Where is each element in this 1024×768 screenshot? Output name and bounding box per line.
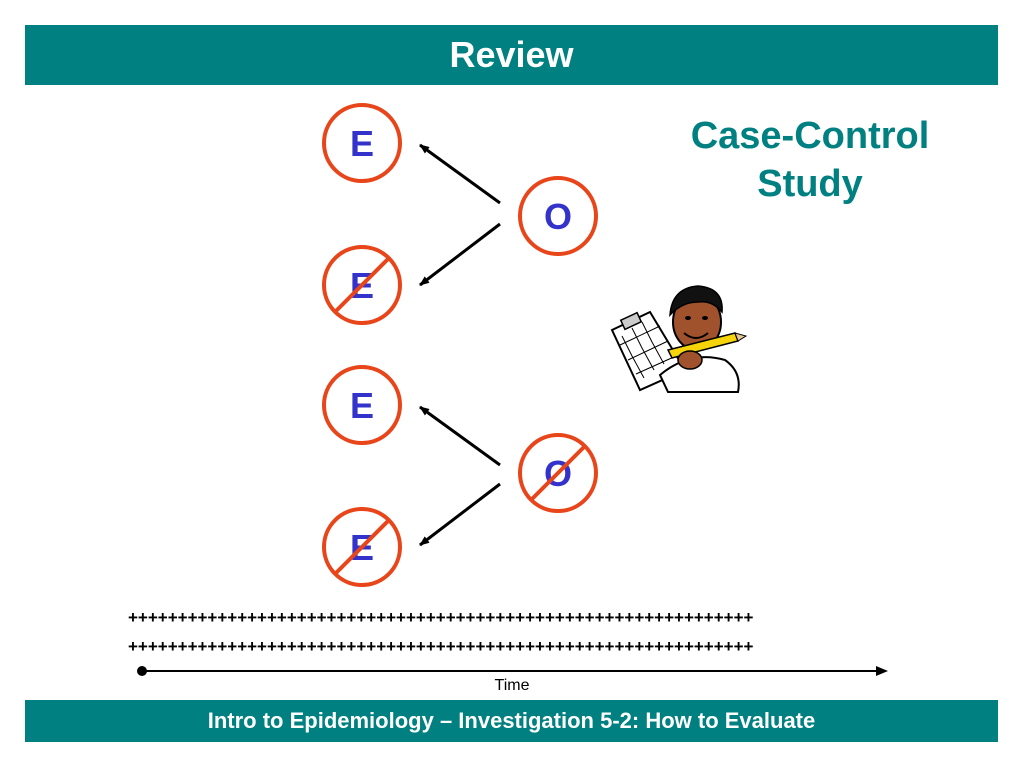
cross-out-slash (333, 256, 391, 314)
exposure-letter: E (350, 385, 374, 426)
timeline-plus-row-2: ++++++++++++++++++++++++++++++++++++++++… (128, 637, 754, 656)
timeline-arrowhead (876, 666, 888, 676)
header-bar: Review (25, 25, 998, 85)
footer-bar: Intro to Epidemiology – Investigation 5-… (25, 700, 998, 742)
arrow-to-exposure (419, 405, 501, 467)
exposure-node: E (322, 365, 402, 445)
timeline-plus-row-1: ++++++++++++++++++++++++++++++++++++++++… (128, 608, 754, 627)
cross-out-slash (529, 444, 587, 502)
arrow-to-exposure (419, 222, 501, 287)
time-axis-label: Time (494, 677, 530, 694)
page-title: Review (449, 34, 574, 75)
cross-out-slash (333, 518, 391, 576)
footer-text: Intro to Epidemiology – Investigation 5-… (207, 708, 816, 733)
study-title-line-2: Study (757, 163, 863, 205)
study-title-line-1: Case-Control (690, 115, 930, 157)
exposure-letter: E (350, 123, 374, 164)
exposure-node: E (322, 103, 402, 183)
outcome-node: O (518, 176, 598, 256)
arrow-to-exposure (419, 143, 501, 205)
exposure-outcome-diagram: E E O E E O (137, 103, 888, 676)
arrow-to-exposure (419, 482, 501, 547)
study-type-title: Case-Control Study (660, 112, 960, 208)
researcher-with-clipboard-icon (610, 285, 748, 393)
exposure-node-crossed: E (322, 507, 402, 587)
outcome-node-crossed: O (518, 433, 598, 513)
outcome-letter: O (544, 196, 572, 237)
exposure-node-crossed: E (322, 245, 402, 325)
